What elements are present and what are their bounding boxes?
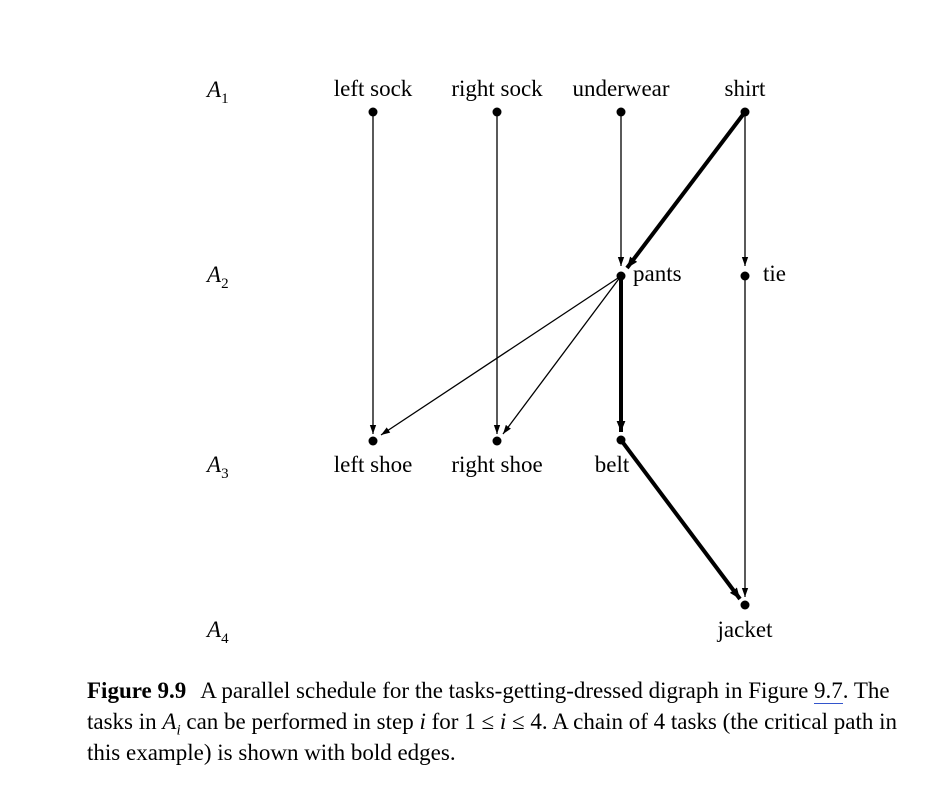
node-label-shirt: shirt — [725, 76, 767, 101]
edge-shirt-to-pants — [625, 110, 747, 270]
node-right-shoe — [492, 436, 502, 446]
edge-belt-to-jacket — [619, 438, 742, 601]
edge-pants-to-left-shoe — [380, 275, 622, 436]
node-label-underwear: underwear — [572, 76, 669, 101]
digraph-figure: A1 A2 A3 A4 left sock right sock underwe… — [205, 76, 786, 647]
node-tie — [740, 271, 750, 281]
node-left-sock — [368, 107, 378, 117]
node-left-shoe — [368, 436, 378, 446]
node-label-left-sock: left sock — [334, 76, 413, 101]
figure-caption: Figure 9.9 A parallel schedule for the ta… — [87, 675, 915, 768]
level-label-a1: A1 — [205, 77, 229, 107]
node-label-belt: belt — [595, 452, 630, 477]
caption-text-1: A parallel schedule for the tasks-gettin… — [200, 678, 815, 703]
node-label-pants: pants — [633, 261, 682, 286]
caption-text-3: can be performed in step — [180, 709, 420, 734]
node-label-jacket: jacket — [717, 617, 774, 642]
figure-reference-link[interactable]: 9.7 — [814, 678, 843, 704]
node-belt — [616, 435, 626, 445]
node-label-tie: tie — [763, 261, 786, 286]
math-a-sub-i: Ai — [162, 709, 181, 739]
math-i: i — [419, 709, 426, 734]
level-label-a2: A2 — [205, 262, 229, 292]
caption-text-5: ≤ 4. A chain of 4 tasks (the critical pa… — [87, 709, 897, 765]
node-label-right-shoe: right shoe — [451, 452, 542, 477]
node-shirt — [740, 107, 750, 117]
node-label-right-sock: right sock — [451, 76, 543, 101]
caption-text-2: . The tasks in — [87, 678, 890, 734]
math-i-2: i — [499, 709, 507, 734]
node-pants — [616, 271, 626, 281]
node-jacket — [740, 600, 750, 610]
node-right-sock — [492, 107, 502, 117]
figure-number: Figure 9.9 — [87, 678, 187, 703]
node-underwear — [616, 107, 626, 117]
level-label-a3: A3 — [205, 452, 229, 482]
caption-text-4: for 1 ≤ — [425, 709, 500, 734]
node-label-left-shoe: left shoe — [334, 452, 413, 477]
edge-pants-to-right-shoe — [502, 275, 622, 435]
level-label-a4: A4 — [205, 617, 229, 647]
